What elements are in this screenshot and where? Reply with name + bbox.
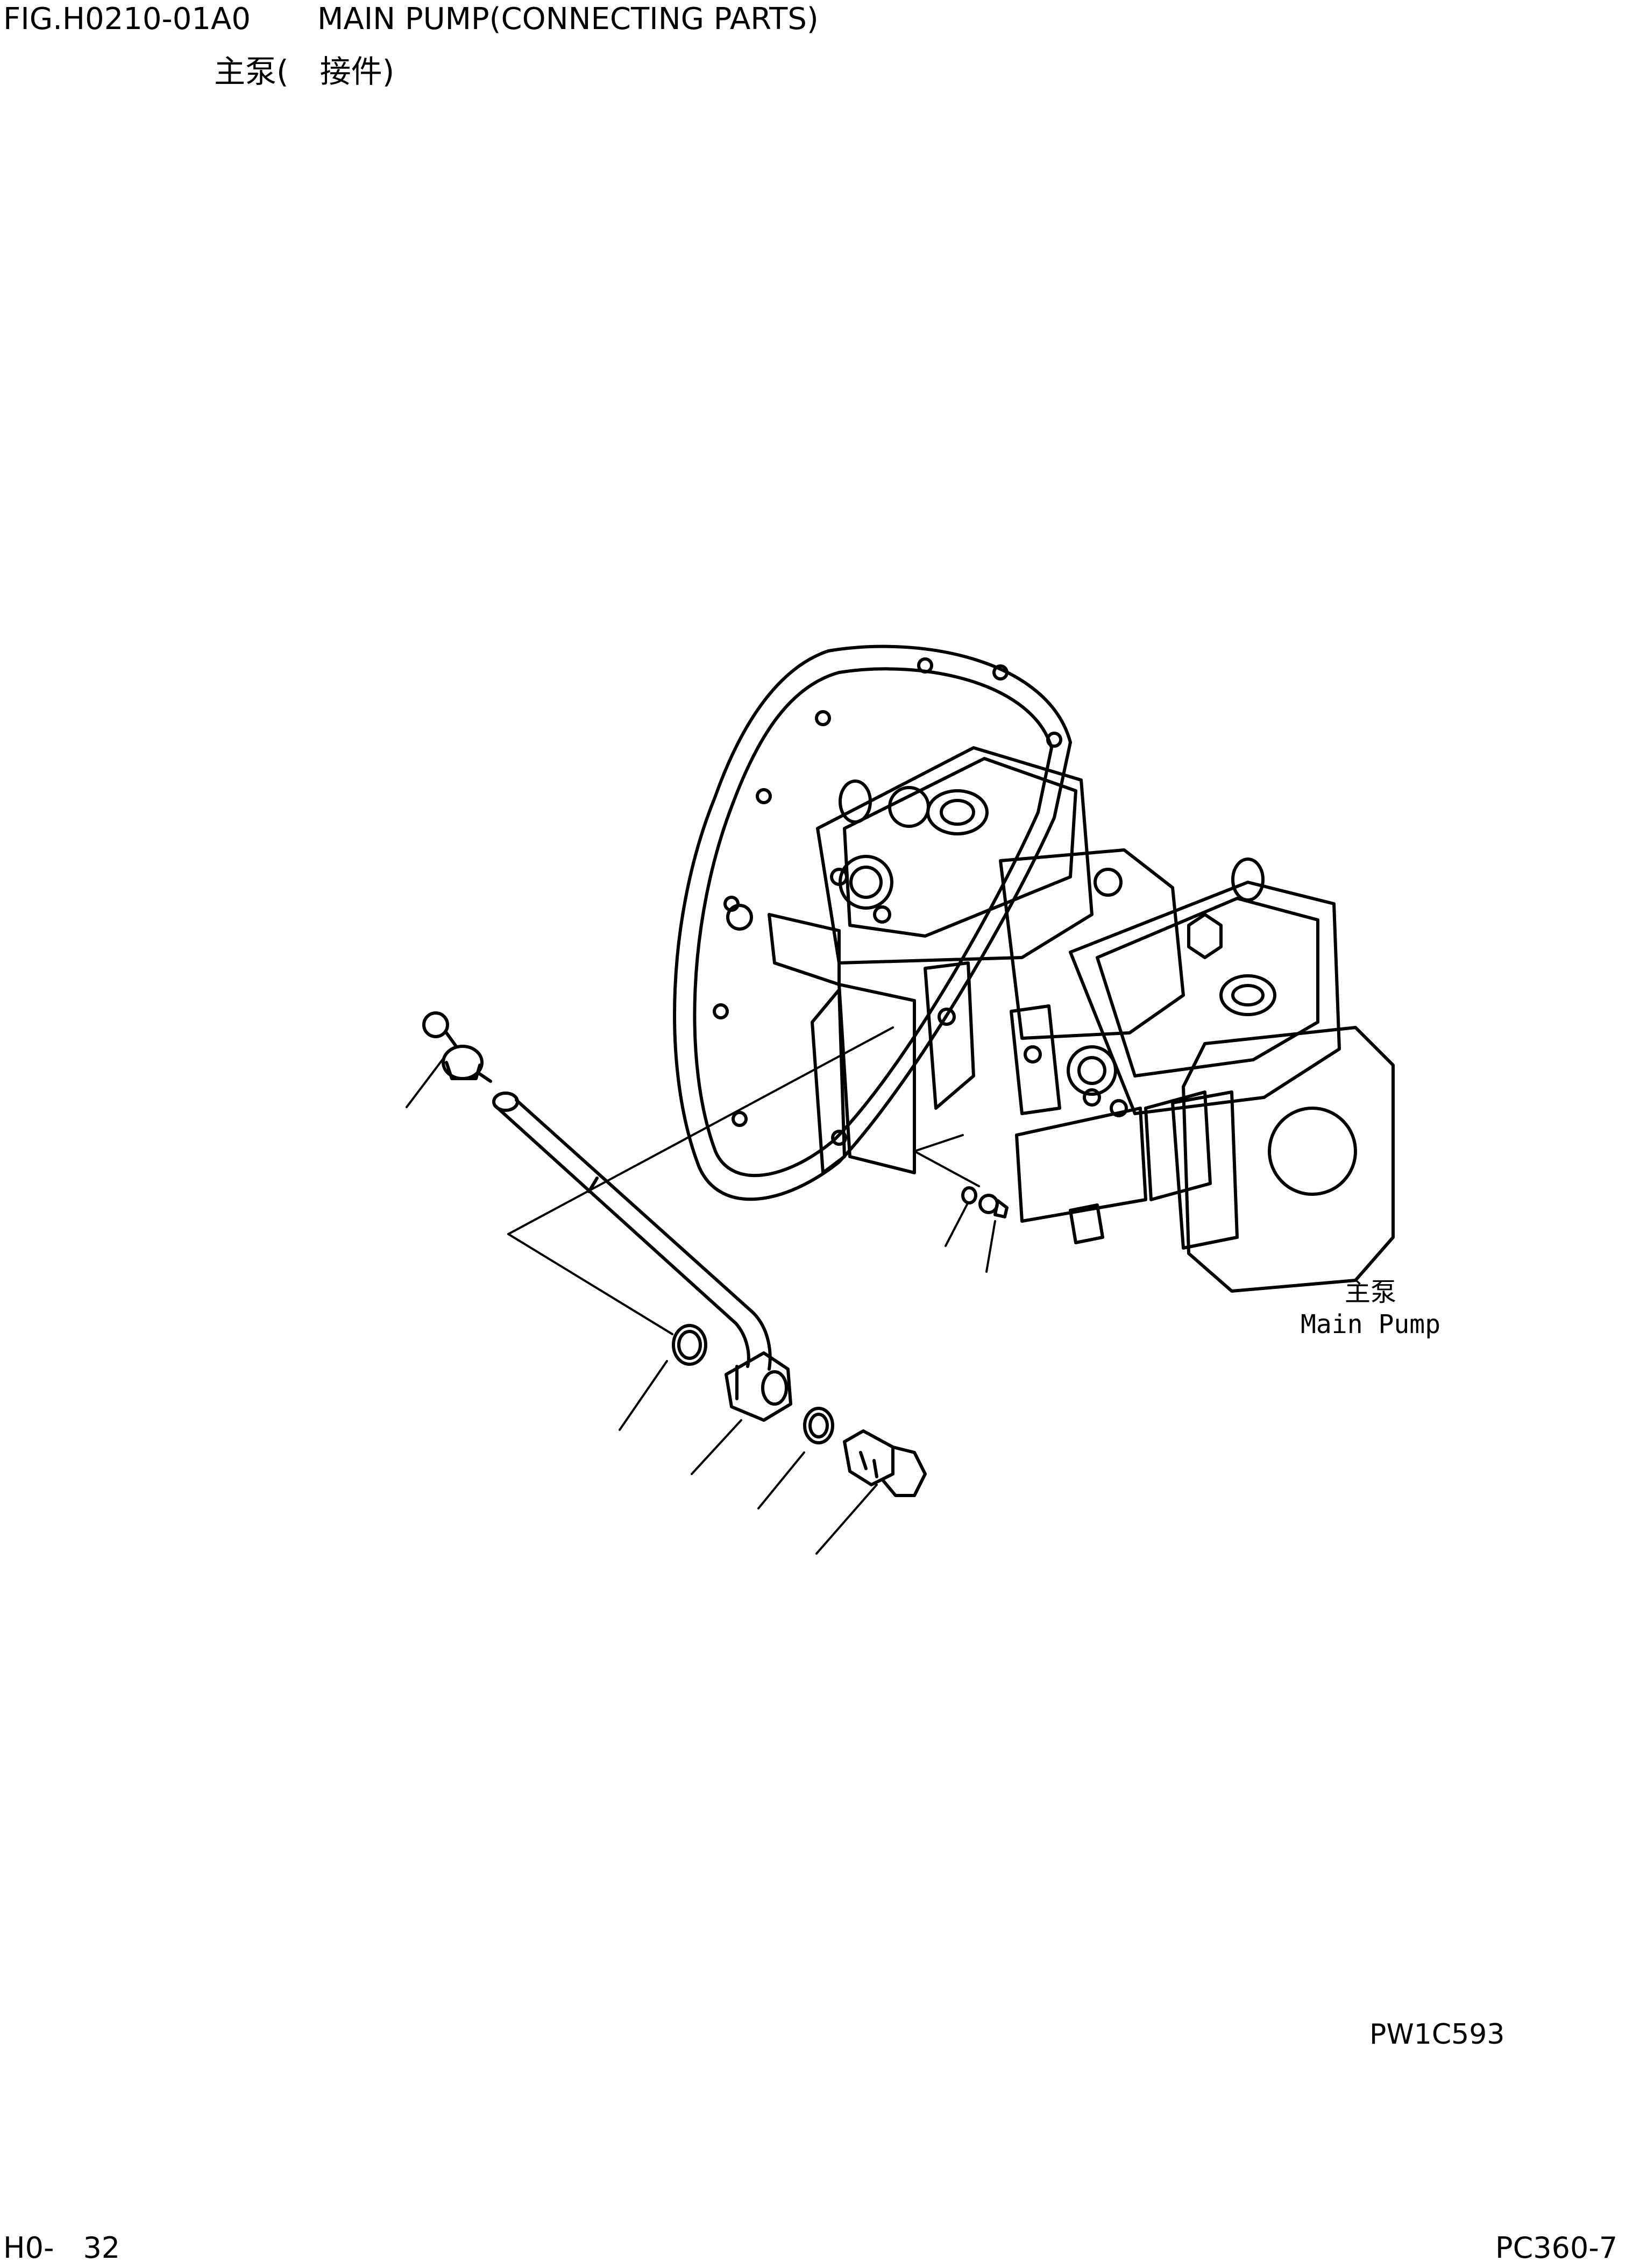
figure-number: FIG.H0210-01A0 <box>3 2 251 37</box>
page-number: H0- 32 <box>3 2231 120 2265</box>
leader-lines <box>406 1026 996 1555</box>
machine-model: PC360-7 <box>1495 2231 1618 2265</box>
main-pump-label-en: Main Pump <box>1301 1309 1441 1339</box>
figure-title-cn: 主泵( 接件) <box>214 53 395 90</box>
illustration-id: PW1C593 <box>1369 2018 1505 2051</box>
pump-pipe <box>492 1092 772 1371</box>
main-pump-body <box>768 746 1395 1293</box>
o-ring-2 <box>803 1407 834 1444</box>
joint-bolt <box>843 1429 927 1497</box>
figure-title-en: MAIN PUMP(CONNECTING PARTS) <box>317 2 819 37</box>
small-washer <box>961 1186 977 1204</box>
pump-mount-flange <box>673 644 1072 1201</box>
air-breather-part <box>422 1011 492 1083</box>
pipe-joint-block <box>725 1351 792 1422</box>
main-pump-label-cn: 主泵 <box>1345 1277 1397 1307</box>
small-plug <box>978 1194 1009 1218</box>
o-ring-1 <box>672 1324 707 1366</box>
